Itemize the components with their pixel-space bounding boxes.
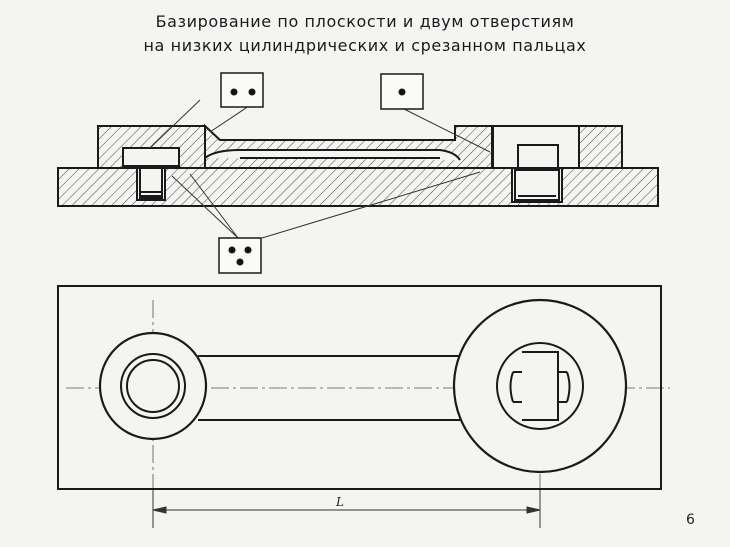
dimension-L: L bbox=[152, 490, 541, 528]
symbol-box-two-dots bbox=[220, 72, 264, 108]
workpiece-web bbox=[204, 123, 493, 169]
plan-view bbox=[57, 285, 670, 525]
plan-rod-body bbox=[198, 355, 470, 421]
plan-cut-pin bbox=[522, 351, 559, 421]
plan-right-boss bbox=[452, 298, 628, 474]
page-number: 6 bbox=[686, 512, 695, 528]
title-line-2: на низких цилиндрических и срезанном пал… bbox=[143, 36, 587, 55]
plan-left-boss bbox=[98, 331, 208, 441]
plan-plate bbox=[57, 285, 662, 490]
cut-pin bbox=[517, 144, 559, 169]
leader-lines bbox=[149, 99, 491, 239]
symbol-box-one-dot bbox=[380, 73, 424, 110]
cylindrical-pin-shank bbox=[139, 167, 163, 199]
plan-cylindrical-pin bbox=[126, 359, 180, 413]
dimension-label: L bbox=[335, 495, 344, 509]
title-line-1: Базирование по плоскости и двум отверсти… bbox=[155, 12, 575, 31]
cylindrical-pin bbox=[122, 147, 180, 167]
section-view bbox=[57, 123, 659, 207]
symbol-box-three-dots bbox=[218, 237, 262, 274]
